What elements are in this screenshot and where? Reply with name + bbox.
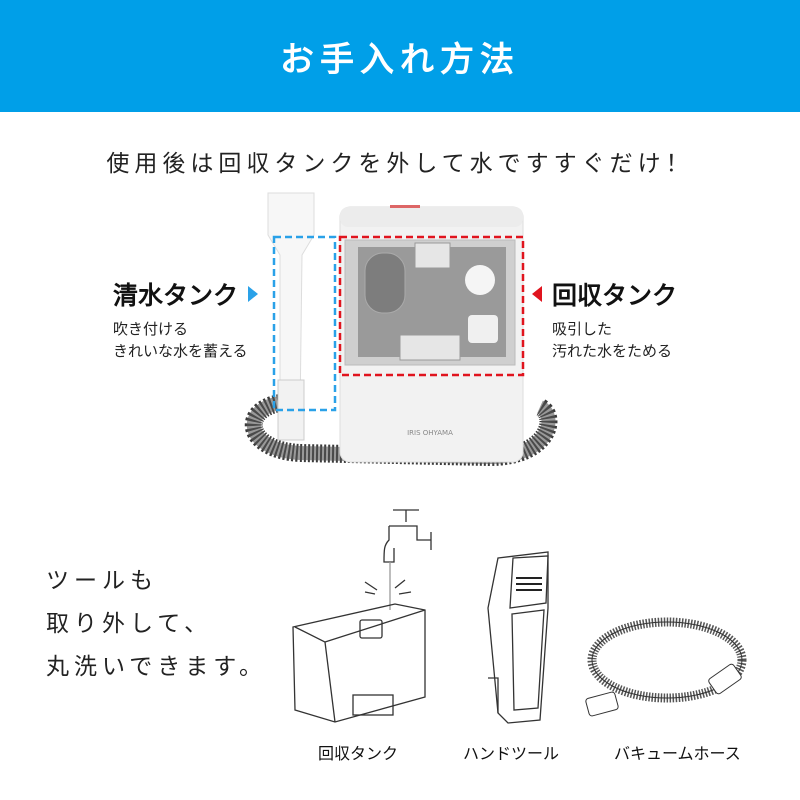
recovery-tank-desc-2: 汚れた水をためる [552,342,673,360]
svg-text:IRIS OHYAMA: IRIS OHYAMA [407,429,453,437]
hand-tool-icon [487,551,549,724]
clean-tank-title: 清水タンク [113,281,239,310]
arrow-left-icon [532,286,542,302]
clean-tank-desc-1: 吹き付ける [113,320,189,338]
header-banner: お手入れ方法 [0,0,800,112]
clean-tank-desc-2: きれいな水を蓄える [113,342,248,360]
recovery-tank-label: 回収タンク 吸引した 汚れた水をためる [532,276,677,362]
machine-photo: IRIS OHYAMA [240,185,560,475]
vacuum-hose-icon [585,617,747,717]
arrow-right-icon [248,286,259,302]
faucet-tank-icon [292,509,432,723]
recovery-tank-drawing [285,502,435,727]
clean-tank-label: 清水タンク 吹き付ける きれいな水を蓄える [113,276,259,362]
caption-vacuum-hose: バキュームホース [614,744,741,763]
recovery-tank-desc-1: 吸引した [552,320,613,338]
hand-tool-drawing [478,548,553,728]
tools-text: ツールも 取り外して、 丸洗いできます。 [46,560,267,689]
caption-recovery-tank: 回収タンク [318,744,399,763]
caption-hand-tool: ハンドツール [463,744,560,763]
page-title: お手入れ方法 [280,39,520,80]
tools-text-line2: 取り外して、 [46,611,213,637]
carpet-cleaner-icon: IRIS OHYAMA [244,192,558,467]
subtitle: 使用後は回収タンクを外して水ですすぐだけ！ [106,151,694,177]
recovery-tank-title: 回収タンク [552,281,678,310]
tools-text-line3: 丸洗いできます。 [46,654,268,680]
vacuum-hose-drawing [582,615,752,725]
tools-text-line1: ツールも [46,568,158,594]
